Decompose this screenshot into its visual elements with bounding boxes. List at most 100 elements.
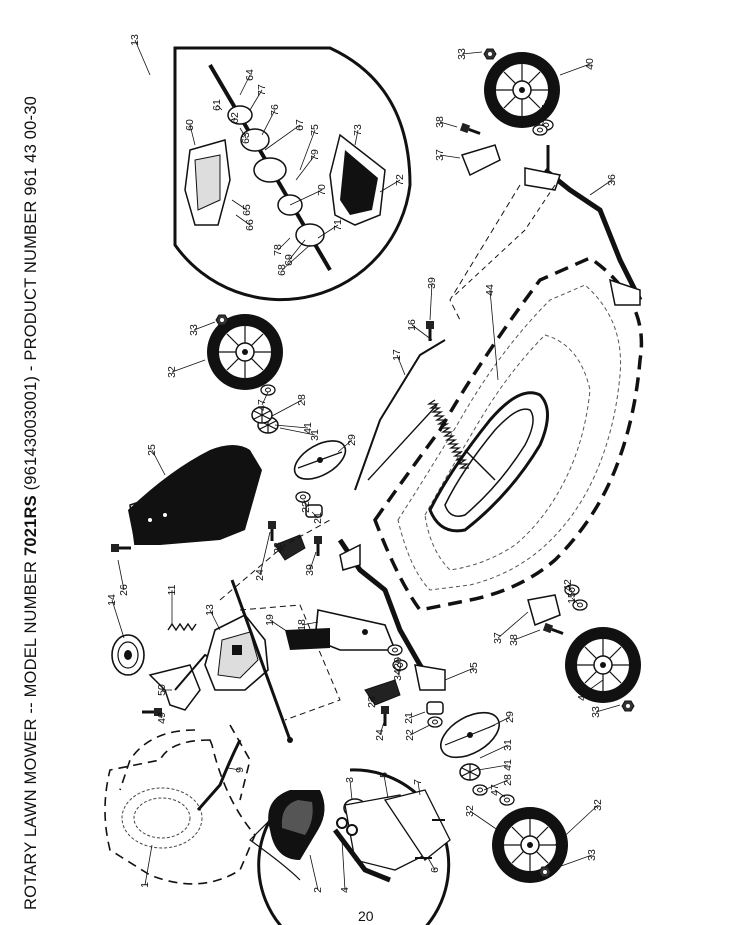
callout-number: 50 xyxy=(156,684,168,696)
callout-leader xyxy=(288,239,306,261)
callout-number: 23 xyxy=(272,542,284,554)
callout-number: 73 xyxy=(352,124,364,136)
spring-17 xyxy=(367,399,470,481)
callout-leader xyxy=(271,399,303,417)
callout-number: 15 xyxy=(566,592,578,604)
callout-leader xyxy=(354,129,359,146)
callout-leader xyxy=(571,597,579,605)
grass-catcher-25 xyxy=(128,445,262,546)
callout-leader xyxy=(497,611,529,639)
callout-number: 21 xyxy=(403,712,415,724)
callout-number: 26 xyxy=(118,584,130,596)
callout-number: 9 xyxy=(234,767,246,773)
adjuster-29-upper xyxy=(293,440,347,480)
callout-number: 37 xyxy=(434,149,446,161)
washer-22-upper xyxy=(295,491,311,503)
callout-number: 15 xyxy=(540,104,552,116)
callout-number: 22 xyxy=(404,729,416,741)
callout-number: 40 xyxy=(576,689,588,701)
belt-19 xyxy=(239,604,341,721)
callout-leader xyxy=(567,584,573,593)
callout-leader xyxy=(429,282,433,321)
callout-number: 21 xyxy=(312,512,324,524)
callout-leader xyxy=(427,857,436,871)
callout-number: 64 xyxy=(244,69,256,81)
washer-20 xyxy=(387,644,403,656)
wheel-32-lower xyxy=(491,806,569,884)
callout-leader xyxy=(379,721,385,736)
callout-leader xyxy=(303,499,307,508)
callout-number: 13 xyxy=(129,34,141,46)
spacer-21-upper xyxy=(305,504,323,518)
callout-leader xyxy=(349,779,353,801)
callout-leader xyxy=(479,744,509,759)
callout-leader xyxy=(235,214,251,226)
nut-33-b xyxy=(483,48,497,60)
callout-leader xyxy=(117,559,125,591)
callout-leader xyxy=(259,531,271,576)
bolt-26 xyxy=(109,542,133,554)
callout-number: 32 xyxy=(464,805,476,817)
callout-number: 17 xyxy=(391,349,403,361)
callout-leader xyxy=(295,154,316,181)
page-number: 20 xyxy=(358,908,374,924)
callout-leader xyxy=(541,104,550,127)
callout-leader xyxy=(595,704,621,713)
callout-number: 77 xyxy=(256,84,268,96)
callout-number: 75 xyxy=(309,124,321,136)
lever-23-upper xyxy=(274,534,306,561)
callout-number: 18 xyxy=(296,619,308,631)
callout-number: 41 xyxy=(302,422,314,434)
callout-leader xyxy=(231,199,248,211)
callout-leader xyxy=(417,781,421,796)
callout-number: 29 xyxy=(504,711,516,723)
callout-number: 29 xyxy=(346,434,358,446)
washer-42-upper xyxy=(532,124,548,136)
callout-leader xyxy=(311,511,319,519)
callout-leader xyxy=(483,779,509,791)
callout-leader xyxy=(289,189,323,206)
callout-number: 41 xyxy=(502,759,514,771)
callout-leader xyxy=(299,129,316,171)
callout-leader xyxy=(396,354,406,376)
callout-number: 47 xyxy=(256,399,268,411)
callout-leader xyxy=(383,774,389,799)
blade-44 xyxy=(428,391,549,533)
callout-number: 42 xyxy=(562,579,574,591)
callout-leader xyxy=(559,63,591,76)
callout-number: 67 xyxy=(294,119,306,131)
nut-33-c xyxy=(621,700,635,712)
callout-leader xyxy=(189,124,196,146)
callout-number: 79 xyxy=(309,149,321,161)
callout-number: 34 xyxy=(392,669,404,681)
callout-number: 36 xyxy=(606,174,618,186)
callout-number: 1 xyxy=(139,882,151,888)
rear-lever-35 xyxy=(337,538,446,691)
callout-number: 14 xyxy=(106,594,118,606)
callout-number: 68 xyxy=(276,264,288,276)
callout-leader xyxy=(269,619,289,633)
callout-number: 6 xyxy=(429,867,441,873)
callout-leader xyxy=(581,679,604,696)
bolt-38-lower xyxy=(541,621,566,639)
callout-leader xyxy=(134,39,151,76)
callout-number: 78 xyxy=(272,244,284,256)
callout-leader xyxy=(277,547,285,551)
callout-layer: 1234567911131314151516171819202121222223… xyxy=(106,34,621,893)
bracket-37-upper xyxy=(460,144,501,177)
callout-leader xyxy=(439,154,461,159)
callout-leader xyxy=(409,724,431,736)
callout-number: 33 xyxy=(586,849,598,861)
callout-number: 28 xyxy=(502,774,514,786)
callout-number: 24 xyxy=(254,569,266,581)
callout-number: 33 xyxy=(456,48,468,60)
pad-19 xyxy=(285,628,330,650)
callout-leader xyxy=(239,74,251,96)
gear-41-lower xyxy=(459,763,481,781)
callout-number: 49 xyxy=(156,712,168,724)
callout-number: 62 xyxy=(229,112,241,124)
callout-leader xyxy=(281,244,311,271)
front-lever-36 xyxy=(524,145,643,306)
callout-leader xyxy=(264,124,301,151)
